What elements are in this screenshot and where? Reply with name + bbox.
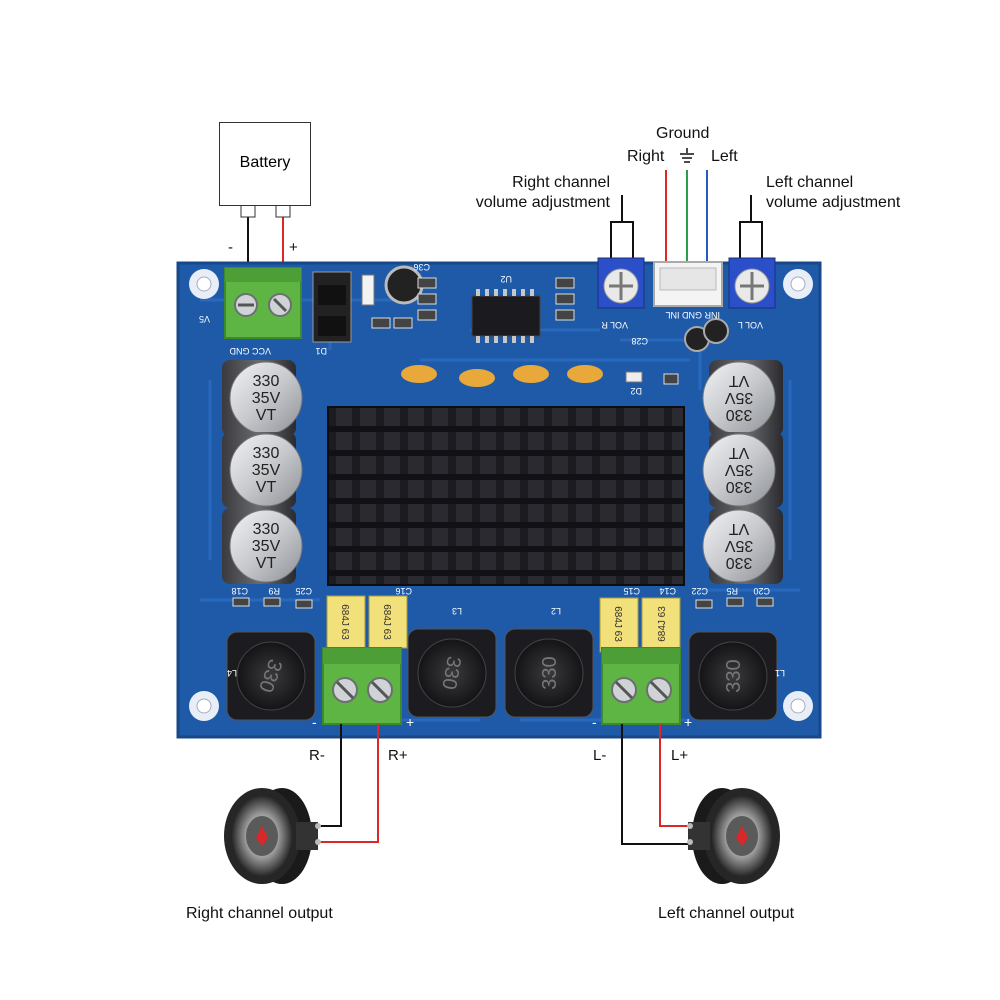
inductor: 330	[688, 631, 778, 721]
right-volume-label-2: volume adjustment	[475, 194, 610, 211]
silk-pot-r: VOL R	[601, 320, 628, 330]
film-cap-label: 684J 63	[657, 606, 668, 642]
silk-l3: L3	[452, 606, 462, 616]
left-volume-label-1: Left channel	[766, 174, 854, 191]
electrolytic-capacitor: 33035VVT	[702, 508, 783, 584]
right-volume-label-1: Right channel	[512, 174, 610, 191]
silk-power: VCC GND	[229, 346, 271, 356]
capacitor-label: 33035VVT	[724, 520, 753, 571]
volume-pot-right[interactable]	[597, 257, 645, 309]
svg-text:+: +	[406, 714, 414, 730]
inductor-label: 330	[539, 656, 561, 689]
left-output-terminal	[601, 647, 681, 725]
battery-box: Battery	[219, 122, 311, 206]
silk-c20: C20	[753, 586, 770, 596]
battery-pos-label: +	[289, 239, 298, 256]
right-input-label: Right	[627, 148, 665, 165]
svg-text:-: -	[592, 714, 597, 730]
silk-pins: INR GND INL	[665, 310, 720, 320]
power-terminal-block	[224, 267, 302, 339]
silk-d1: D1	[315, 346, 327, 356]
silk-l4: L4	[227, 668, 237, 678]
input-connector	[653, 261, 723, 307]
electrolytic-caps-right: 33035VVT 33035VVT 33035VVT	[702, 360, 783, 584]
film-cap-label: 684J 63	[339, 604, 350, 640]
left-input-label: Left	[711, 148, 738, 165]
ground-label: Ground	[656, 125, 710, 142]
silk-r5: R5	[726, 586, 738, 596]
capacitor-label: 33035VVT	[724, 372, 753, 423]
silk-d2: D2	[630, 386, 642, 396]
svg-text:-: -	[312, 714, 317, 730]
inductor-label: 330	[723, 659, 745, 692]
right-output-terminal	[322, 647, 402, 725]
l-pos-label: L+	[671, 747, 689, 764]
silk-c25: C25	[295, 586, 312, 596]
battery-label: Battery	[239, 154, 291, 171]
speaker-right	[224, 788, 321, 884]
inductor: 330	[407, 628, 497, 718]
film-caps: 684J 63 684J 63 684J 63 684J 63	[326, 595, 681, 653]
silk-c14: C14	[659, 586, 676, 596]
mounting-holes	[189, 269, 813, 721]
ground-symbol	[680, 148, 694, 163]
silkscreen: V5 VCC GND D1 C36 U2 VOL R VOL L INR GND…	[199, 262, 785, 678]
silk-c16: C16	[395, 586, 412, 596]
silk-c22: C22	[691, 586, 708, 596]
electrolytic-capacitor: 33035VVT	[702, 432, 783, 508]
silk-u2: U2	[500, 274, 512, 284]
r-neg-label: R-	[309, 747, 325, 764]
volume-pot-left[interactable]	[728, 257, 776, 309]
silk-pot-l: VOL L	[738, 320, 763, 330]
left-volume-label-2: volume adjustment	[766, 194, 901, 211]
polarity-marks: - + - +	[312, 714, 692, 730]
inductor: 330	[504, 628, 594, 718]
left-output-label: Left channel output	[658, 905, 795, 922]
silk-v5: V5	[199, 314, 210, 324]
input-wires	[665, 170, 708, 268]
film-cap-label: 684J 63	[612, 606, 623, 642]
speaker-left	[687, 788, 780, 884]
r-pos-label: R+	[388, 747, 408, 764]
volume-brackets	[610, 195, 763, 258]
electrolytic-capacitor: 33035VVT	[702, 360, 783, 436]
svg-text:+: +	[684, 714, 692, 730]
silk-c36: C36	[413, 262, 430, 272]
heatsink	[327, 406, 685, 586]
film-cap-label: 684J 63	[381, 604, 392, 640]
right-output-label: Right channel output	[186, 905, 333, 922]
silk-l2: L2	[551, 606, 561, 616]
silk-c18: C18	[231, 586, 248, 596]
silk-l1: L1	[775, 668, 785, 678]
battery-wires	[240, 204, 291, 270]
silk-c15: C15	[623, 586, 640, 596]
capacitor-label: 33035VVT	[724, 444, 753, 495]
inductors: 330 330 330 330	[226, 628, 778, 721]
smd-components	[232, 265, 774, 609]
output-wires	[318, 724, 690, 845]
battery-neg-label: -	[228, 239, 233, 256]
inductor: 330	[226, 631, 316, 721]
silk-c28: C28	[631, 336, 648, 346]
l-neg-label: L-	[593, 747, 607, 764]
silk-r9: R9	[268, 586, 280, 596]
